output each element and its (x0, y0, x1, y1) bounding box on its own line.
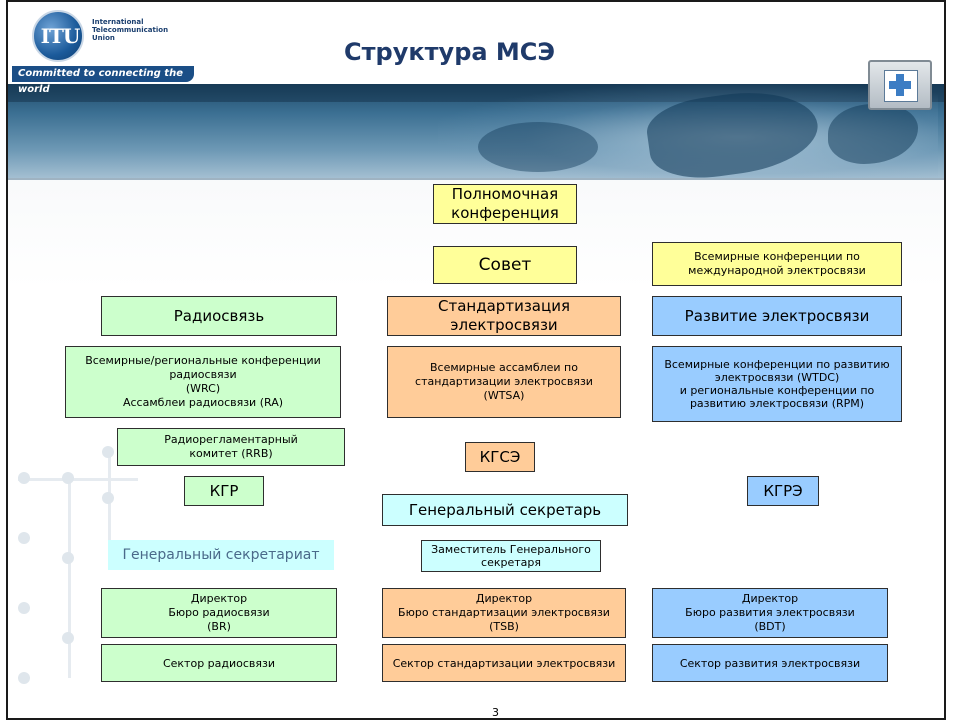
kgse-tsag: КГСЭ (465, 442, 535, 472)
page-number: 3 (492, 706, 499, 719)
development-sector: Сектор развития электросвязи (652, 644, 888, 682)
wrc-ra-conferences: Всемирные/региональные конференции радио… (65, 346, 341, 418)
itu-tagline: Committed to connecting the world (12, 66, 194, 95)
radiocommunication-sector: Сектор радиосвязи (101, 644, 337, 682)
standardization-sector: Сектор стандартизации электросвязи (382, 644, 626, 682)
deputy-secretary-general: Заместитель Генерального секретаря (421, 540, 601, 572)
itu-org-name: International Telecommunication Union (92, 18, 169, 42)
decorative-circuit-dots (8, 432, 348, 718)
council: Совет (433, 246, 577, 284)
itu-globe-icon (32, 10, 84, 62)
plenipotentiary-conference: Полномочная конференция (433, 184, 577, 224)
medical-cross-icon (868, 60, 932, 110)
telecom-development: Развитие электросвязи (652, 296, 902, 336)
director-br: Директор Бюро радиосвязи (BR) (101, 588, 337, 638)
radio-regulations-board: Радиорегламентарный комитет (RRB) (117, 428, 345, 466)
telecom-standardization: Стандартизация электросвязи (387, 296, 621, 336)
director-tsb: Директор Бюро стандартизации электросвяз… (382, 588, 626, 638)
secretary-general: Генеральный секретарь (382, 494, 628, 526)
itu-logo: ITU International Telecommunication Unio… (12, 10, 194, 95)
slide-frame: ITU International Telecommunication Unio… (6, 0, 946, 720)
director-bdt: Директор Бюро развития электросвязи (BDT… (652, 588, 888, 638)
radiocommunication: Радиосвязь (101, 296, 337, 336)
header-separator (8, 178, 944, 180)
world-conferences-international-telecom: Всемирные конференции по международной э… (652, 242, 902, 286)
kgre-tdag: КГРЭ (747, 476, 819, 506)
general-secretariat: Генеральный секретариат (108, 540, 334, 570)
itu-logo-letters: ITU (40, 24, 81, 48)
kgr-rag: КГР (184, 476, 264, 506)
wtdc-rpm-conferences: Всемирные конференции по развитию электр… (652, 346, 902, 422)
wtsa-assemblies: Всемирные ассамблеи по стандартизации эл… (387, 346, 621, 418)
slide-title: Структура МСЭ (344, 38, 556, 66)
header-world-map-band (8, 82, 944, 186)
